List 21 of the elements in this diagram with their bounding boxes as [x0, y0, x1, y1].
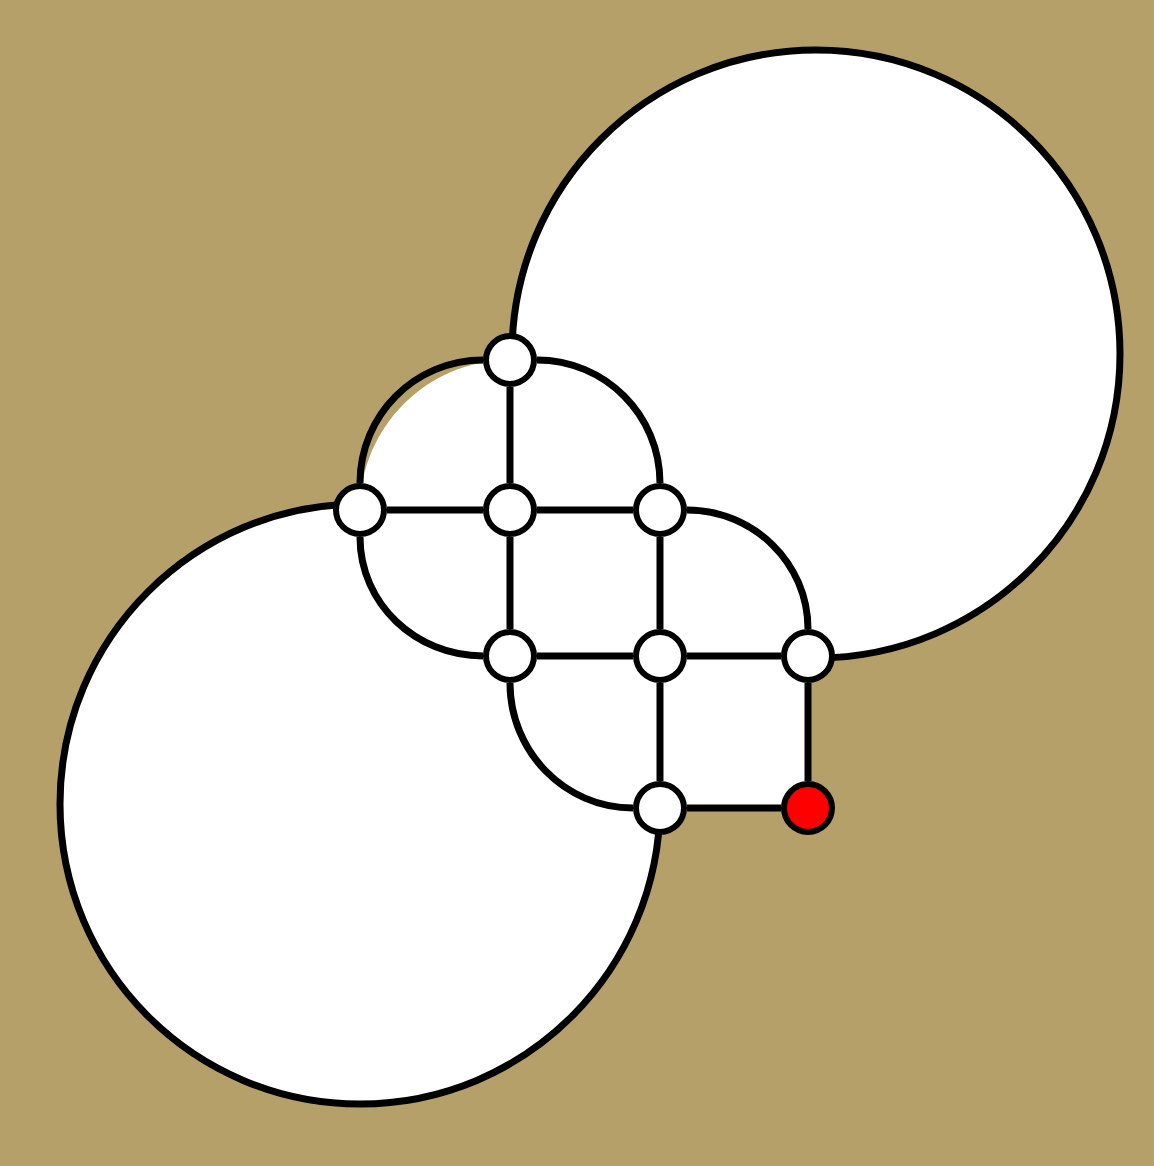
grid-point — [633, 781, 687, 835]
line — [537, 506, 633, 514]
line — [804, 683, 812, 781]
line — [686, 506, 812, 630]
grid-point — [333, 483, 387, 537]
line — [656, 683, 664, 781]
line — [687, 804, 781, 812]
line — [536, 356, 664, 484]
grid-point — [781, 629, 835, 683]
grid-point — [633, 629, 687, 683]
grid-point — [633, 483, 687, 537]
line — [356, 356, 484, 484]
line — [506, 387, 514, 483]
line — [506, 537, 514, 629]
line — [387, 506, 483, 514]
line — [506, 682, 634, 812]
line — [687, 652, 781, 660]
line — [656, 537, 664, 629]
line — [356, 536, 484, 660]
line — [537, 652, 633, 660]
grid-point — [781, 781, 835, 835]
